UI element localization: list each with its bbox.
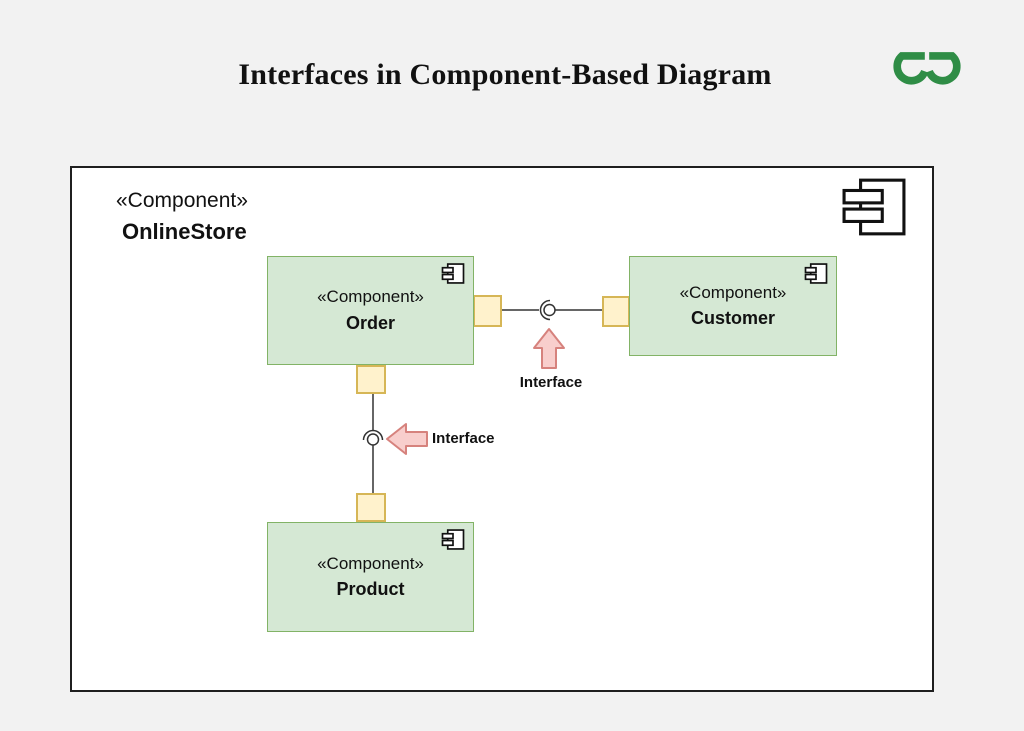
component-icon-tab [441, 266, 454, 274]
component-icon-tab [441, 273, 454, 281]
component-product: «Component» Product [267, 522, 474, 632]
order-name: Order [345, 312, 396, 333]
interface-callout-arrow-left [386, 423, 428, 455]
component-icon [804, 263, 828, 284]
order-stereotype: «Component» [317, 287, 424, 307]
customer-stereotype: «Component» [679, 282, 787, 302]
component-icon-body [859, 178, 906, 236]
port-product-top [356, 493, 386, 522]
port-order-right [473, 295, 502, 327]
component-icon [441, 263, 465, 284]
provided-interface-ball [543, 303, 556, 317]
component-order: «Component» Order [267, 256, 474, 365]
customer-name: Customer [690, 308, 775, 329]
component-icon-tab [804, 273, 817, 281]
component-icon [441, 529, 465, 550]
component-icon [842, 178, 906, 236]
product-stereotype: «Component» [317, 553, 424, 573]
logo-right-g [925, 52, 961, 85]
interface-label: Interface [432, 430, 495, 447]
logo-left-g [893, 52, 929, 85]
component-customer: «Component» Customer [629, 256, 837, 356]
onlinestore-component-label: «Component» OnlineStore [116, 186, 248, 248]
onlinestore-stereotype: «Component» [116, 189, 248, 212]
provided-interface-ball [366, 433, 380, 446]
component-icon-tab [842, 188, 884, 205]
component-icon-body [446, 263, 465, 284]
required-interface-socket [539, 299, 551, 321]
component-icon-tab [441, 532, 454, 540]
onlinestore-name: OnlineStore [122, 219, 247, 245]
product-name: Product [336, 579, 405, 600]
diagram-canvas: «Component» OnlineStore [70, 166, 934, 692]
component-icon-tab [441, 539, 454, 547]
component-icon-tab [842, 207, 884, 223]
port-customer-left [602, 296, 630, 327]
port-order-bottom [356, 365, 386, 394]
component-icon-body [809, 263, 828, 284]
required-interface-socket [362, 429, 384, 441]
interface-label: Interface [519, 374, 583, 391]
interface-callout-arrow-up [533, 328, 565, 369]
geeksforgeeks-logo-icon [893, 52, 961, 85]
component-icon-tab [804, 266, 817, 274]
page-title: Interfaces in Component-Based Diagram [238, 58, 772, 91]
